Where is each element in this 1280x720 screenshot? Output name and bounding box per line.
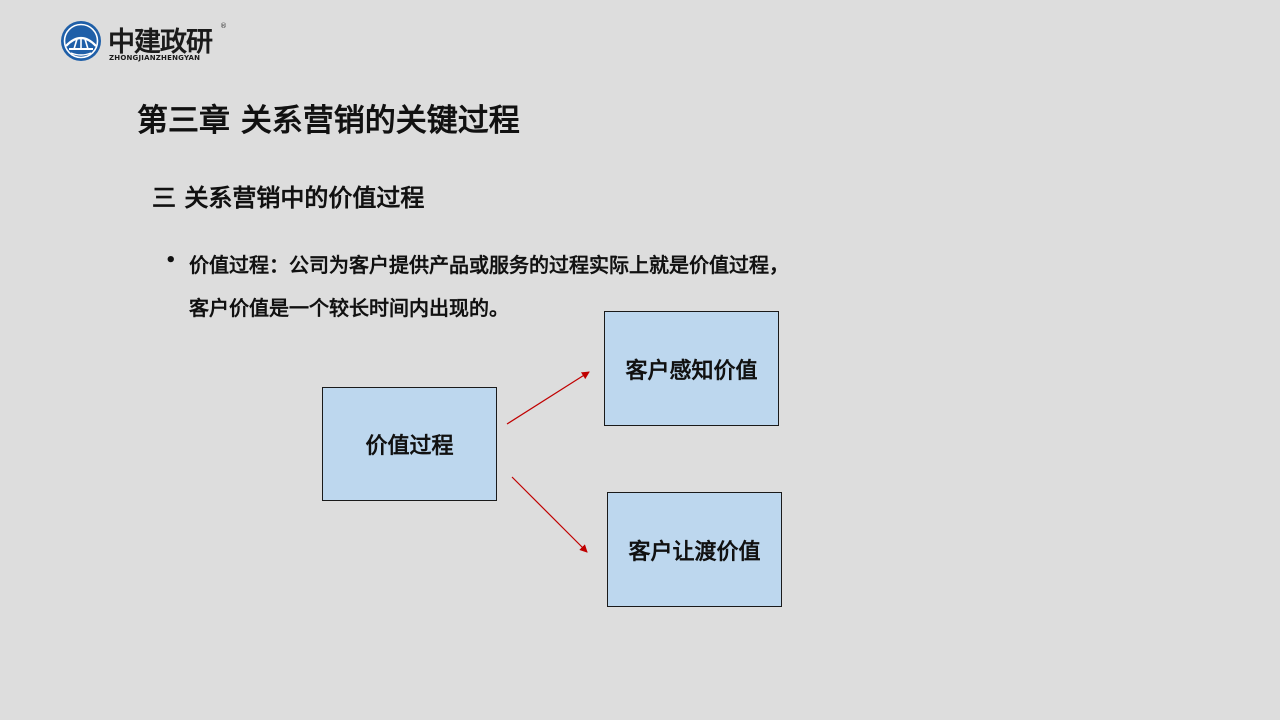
value-process-box: 价值过程: [322, 387, 497, 501]
registered-mark: ®: [220, 22, 227, 30]
logo-chinese-name: 中建政研: [108, 27, 213, 58]
section-title: 三 关系营销中的价值过程: [152, 184, 425, 212]
bullet-text-line-1: 价值过程：公司为客户提供产品或服务的过程实际上就是价值过程，: [189, 253, 789, 277]
bullet-marker: •: [165, 250, 177, 271]
logo-english-name: ZHONGJIANZHENGYAN: [109, 54, 201, 62]
customer-perceived-value-box: 客户感知价值: [604, 311, 779, 426]
arrow-to-perceived-value: [506, 371, 590, 425]
bullet-text-line-2: 客户价值是一个较长时间内出现的。: [189, 296, 509, 320]
company-logo: 中建政研 ® ZHONGJIANZHENGYAN: [60, 20, 230, 64]
globe-bridge-icon: [61, 21, 101, 61]
arrow-to-transferred-value: [511, 476, 588, 553]
chapter-title: 第三章 关系营销的关键过程: [137, 103, 520, 139]
customer-transferred-value-box: 客户让渡价值: [607, 492, 782, 607]
